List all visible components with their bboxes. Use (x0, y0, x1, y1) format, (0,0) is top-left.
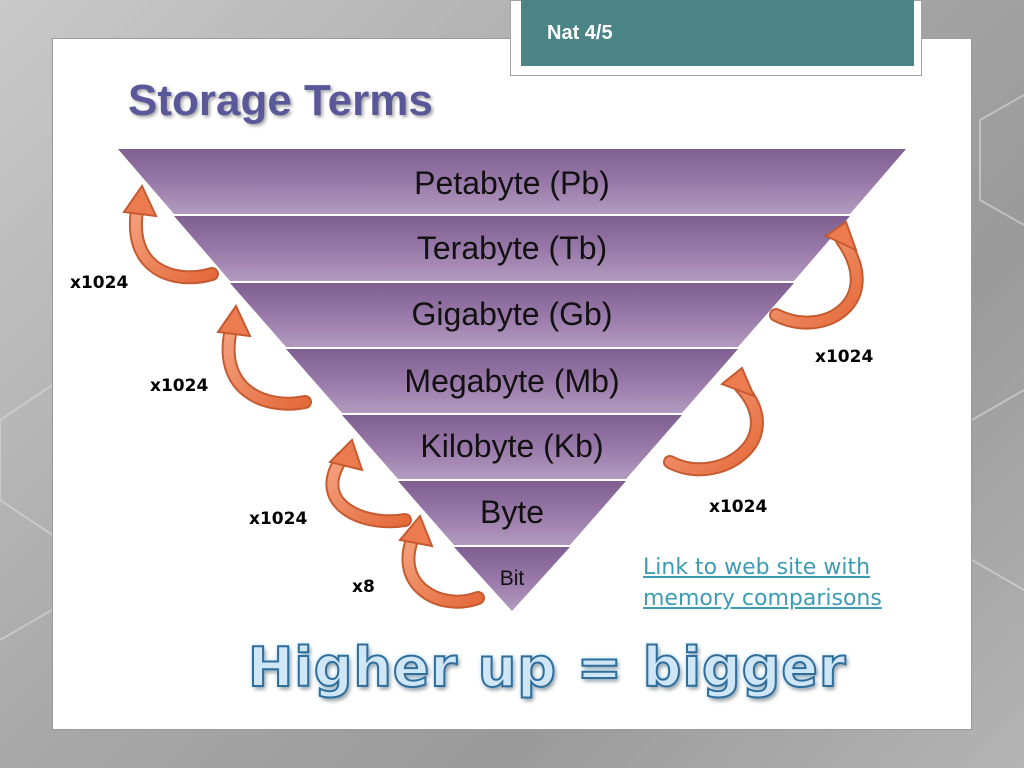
layer-label-kilobyte: Kilobyte (Kb) (420, 428, 603, 464)
multiplier-label: x1024 (249, 509, 308, 529)
slogan-text: Higher up = bigger (247, 635, 847, 700)
curved-arrow-icon (769, 220, 864, 330)
layer-band-gigabyte (230, 283, 794, 347)
layer-band-terabyte (174, 216, 850, 281)
curved-arrow-icon (122, 183, 219, 285)
layer-label-terabyte: Terabyte (Tb) (417, 230, 607, 266)
layer-band-kilobyte (342, 415, 682, 479)
layer-label-bit: Bit (500, 567, 525, 590)
curved-arrow-icon (325, 438, 412, 529)
memory-comparison-link[interactable]: Link to web site with memory comparisons (643, 555, 882, 611)
layer-band-bit (454, 547, 570, 611)
multiplier-label: x1024 (815, 347, 874, 367)
layer-label-petabyte: Petabyte (Pb) (414, 165, 610, 201)
layer-band-megabyte (286, 349, 738, 413)
curved-arrow-icon (663, 366, 764, 477)
layer-label-gigabyte: Gigabyte (Gb) (412, 296, 613, 332)
multiplier-label: x1024 (150, 376, 209, 396)
layer-band-byte (398, 481, 626, 545)
slide-title: Storage Terms (128, 76, 433, 125)
curved-arrow-icon (398, 514, 485, 609)
layer-label-megabyte: Megabyte (Mb) (404, 363, 619, 399)
multiplier-label: x8 (352, 577, 375, 597)
multiplier-label: x1024 (709, 497, 768, 517)
curved-arrow-icon (216, 303, 312, 411)
course-level-tag: Nat 4/5 (521, 0, 914, 66)
layer-label-byte: Byte (480, 494, 544, 530)
layer-band-petabyte (118, 149, 906, 214)
multiplier-label: x1024 (70, 273, 129, 293)
